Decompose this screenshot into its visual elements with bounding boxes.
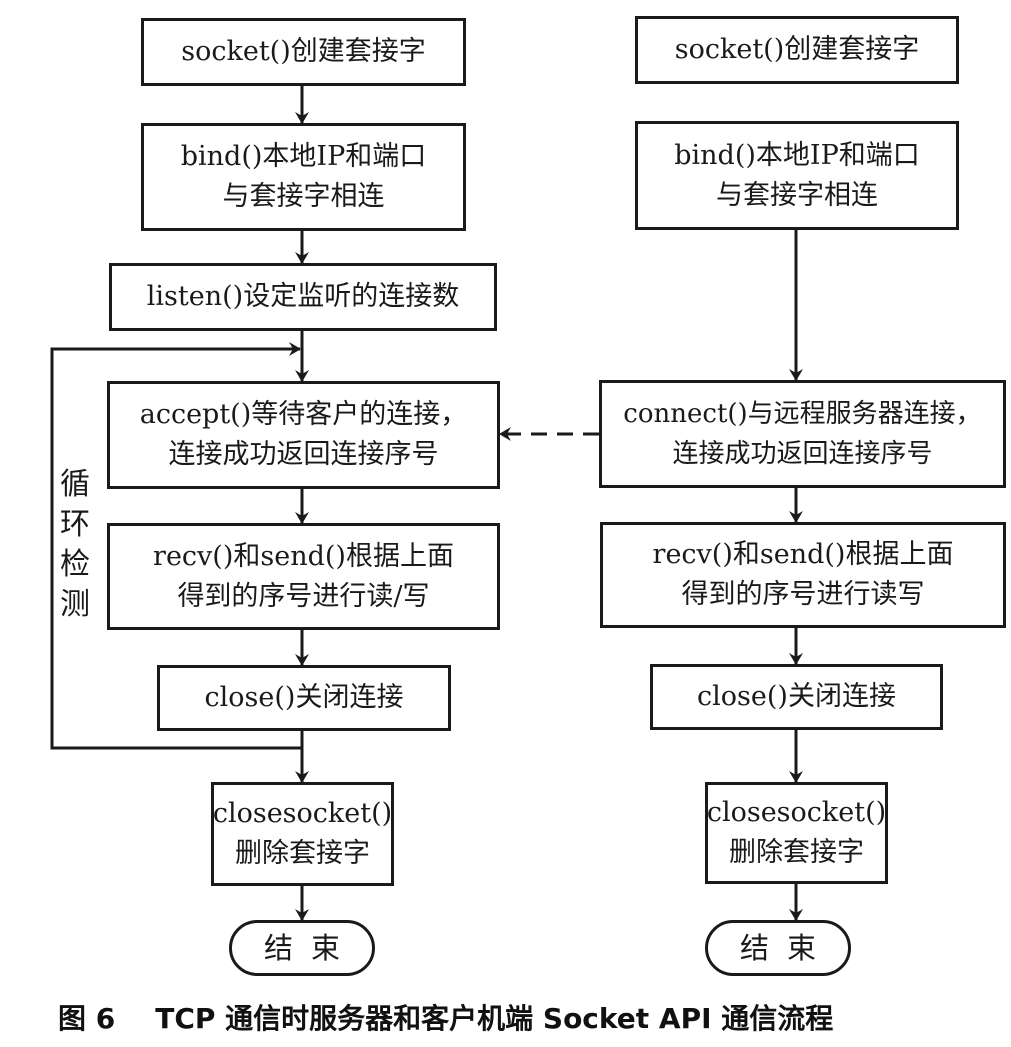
loop-detection-label: 循 环 检 测 — [58, 465, 92, 625]
step-text: 与套接字相连 — [716, 179, 878, 211]
step-text: 删除套接字 — [729, 837, 864, 868]
client-connect-box: connect()与远程服务器连接， 连接成功返回连接序号 — [599, 380, 1006, 488]
step-text: 连接成功返回连接序号 — [672, 439, 933, 469]
server-close-box: close()关闭连接 — [157, 665, 451, 731]
client-end-terminator: 结束 — [705, 920, 851, 976]
step-text: 得到的序号进行读写 — [681, 579, 925, 610]
step-text: accept()等待客户的连接， — [139, 399, 468, 430]
client-socket-box: socket()创建套接字 — [635, 16, 959, 84]
step-text: bind()本地IP和端口 — [180, 141, 427, 172]
server-socket-box: socket()创建套接字 — [141, 18, 466, 86]
server-listen-box: listen()设定监听的连接数 — [109, 263, 497, 331]
server-closesocket-box: closesocket() 删除套接字 — [211, 782, 394, 886]
step-text: close()关闭连接 — [204, 682, 404, 713]
caption-text: TCP 通信时服务器和客户机端 Socket API 通信流程 — [155, 1002, 834, 1035]
step-text: close()关闭连接 — [697, 681, 896, 712]
server-recv-send-box: recv()和send()根据上面 得到的序号进行读/写 — [107, 523, 500, 630]
step-text: recv()和send()根据上面 — [652, 539, 954, 570]
step-text: recv()和send()根据上面 — [153, 540, 454, 572]
loop-line — [50, 342, 302, 750]
server-bind-box: bind()本地IP和端口 与套接字相连 — [141, 123, 466, 231]
loop-char: 循 — [60, 467, 90, 502]
step-text: socket()创建套接字 — [674, 34, 920, 65]
figure-number: 图 6 — [58, 1002, 116, 1035]
loop-char: 检 — [60, 547, 90, 582]
client-recv-send-box: recv()和send()根据上面 得到的序号进行读写 — [600, 522, 1006, 628]
server-end-terminator: 结束 — [229, 920, 375, 976]
loop-char: 环 — [60, 507, 90, 542]
end-label: 结束 — [739, 931, 834, 965]
step-text: connect()与远程服务器连接， — [623, 399, 982, 429]
figure-caption: 图 6 TCP 通信时服务器和客户机端 Socket API 通信流程 — [58, 997, 833, 1037]
step-text: 连接成功返回连接序号 — [168, 439, 439, 470]
step-text: bind()本地IP和端口 — [674, 139, 920, 171]
step-text: closesocket() — [212, 798, 393, 829]
end-label: 结束 — [263, 931, 358, 965]
step-text: 得到的序号进行读/写 — [177, 580, 430, 612]
step-text: closesocket() — [706, 797, 887, 828]
client-closesocket-box: closesocket() 删除套接字 — [705, 782, 888, 884]
server-accept-box: accept()等待客户的连接， 连接成功返回连接序号 — [107, 381, 500, 489]
step-text: socket()创建套接字 — [181, 36, 426, 67]
step-text: 删除套接字 — [235, 838, 370, 869]
client-close-box: close()关闭连接 — [650, 664, 943, 730]
loop-char: 测 — [60, 587, 90, 622]
step-text: 与套接字相连 — [222, 181, 385, 212]
client-bind-box: bind()本地IP和端口 与套接字相连 — [635, 121, 959, 230]
step-text: listen()设定监听的连接数 — [146, 281, 460, 312]
